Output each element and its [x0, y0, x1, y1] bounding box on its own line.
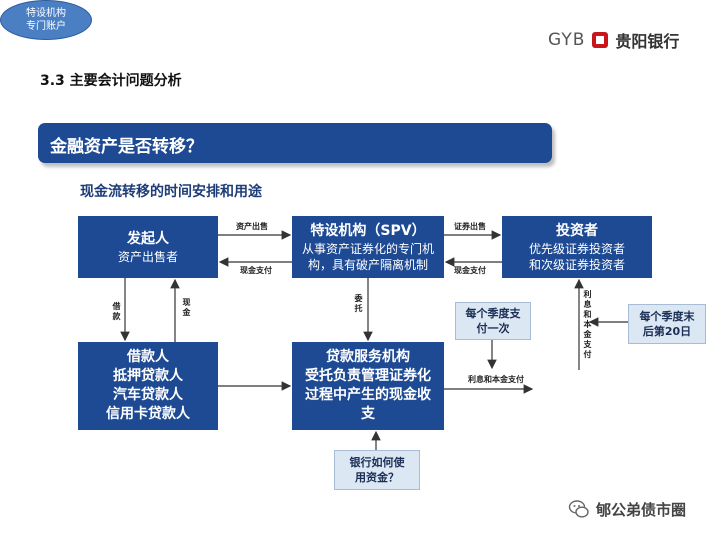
account-line: 专门账户	[26, 21, 66, 32]
servicer-line: 支	[361, 406, 375, 422]
logo-chinese-text: 贵阳银行	[615, 32, 680, 51]
note-line: 用资金？	[355, 471, 399, 484]
borrowers-line: 借款人	[127, 349, 169, 365]
investors-desc-line1: 优先级证券投资者	[528, 241, 625, 256]
watermark-text: 郇公弟债市圈	[596, 500, 687, 519]
label-interest-principal-v: 利息和本金支付	[583, 290, 592, 359]
label-interest-principal-h: 利息和本金支付	[468, 375, 524, 384]
label-cash-pay-2: 现金支付	[454, 266, 486, 275]
label-loan: 借款	[112, 302, 121, 321]
note-bank-question: 银行如何使 用资金？	[334, 450, 420, 490]
note-line: 每个季度支	[465, 307, 521, 320]
spv-special-account: 特设机构 专门账户	[0, 0, 92, 40]
borrowers-line: 抵押贷款人	[113, 368, 183, 384]
section-title: 3.3 主要会计问题分析	[40, 73, 182, 89]
borrowers-line: 信用卡贷款人	[106, 406, 190, 422]
label-cash-pay-1: 现金支付	[240, 266, 272, 275]
watermark: 郇公弟债市圈	[568, 498, 686, 520]
logo-latin-text: GYB	[548, 30, 586, 50]
servicer-line: 受托负责管理证券化	[305, 368, 431, 384]
diagram-subtitle: 现金流转移的时间安排和用途	[80, 184, 262, 200]
banner	[38, 123, 552, 163]
borrowers-box: 借款人 抵押贷款人 汽车贷款人 信用卡贷款人	[78, 342, 218, 430]
investors-desc-line2: 和次级证券投资者	[528, 257, 625, 272]
borrowers-line: 汽车贷款人	[113, 387, 183, 403]
label-entrust: 委托	[354, 294, 363, 313]
servicer-box: 贷款服务机构 受托负责管理证券化 过程中产生的现金收 支	[292, 342, 444, 430]
note-quarter-end: 每个季度末 后第20日	[628, 304, 706, 344]
bank-logo: GYB 贵阳银行	[548, 26, 679, 54]
label-asset-sale: 资产出售	[236, 222, 268, 231]
servicer-line: 贷款服务机构	[326, 349, 410, 365]
label-cash: 现金	[182, 298, 191, 317]
note-quarterly-payment: 每个季度支 付一次	[455, 302, 531, 340]
spv-desc-line2: 构，具有破产隔离机制	[307, 257, 428, 272]
note-line: 后第20日	[642, 325, 692, 338]
originator-subtitle: 资产出售者	[117, 249, 178, 264]
label-securities-sale: 证券出售	[454, 222, 486, 231]
originator-box: 发起人 资产出售者	[78, 216, 218, 278]
servicer-line: 过程中产生的现金收	[305, 387, 431, 403]
note-line: 付一次	[476, 322, 510, 335]
note-line: 银行如何使	[349, 456, 405, 469]
note-line: 每个季度末	[639, 310, 695, 323]
investors-box: 投资者 优先级证券投资者 和次级证券投资者	[502, 216, 652, 278]
originator-title: 发起人	[127, 230, 169, 247]
spv-title: 特设机构（SPV）	[310, 222, 426, 239]
spv-box: 特设机构（SPV） 从事资产证券化的专门机 构，具有破产隔离机制	[292, 216, 444, 278]
wechat-icon	[568, 500, 589, 518]
investors-title: 投资者	[556, 222, 598, 239]
logo-mark-icon	[592, 32, 609, 48]
account-line: 特设机构	[26, 8, 66, 19]
banner-text: 金融资产是否转移？	[50, 137, 203, 157]
spv-desc-line1: 从事资产证券化的专门机	[301, 241, 434, 256]
